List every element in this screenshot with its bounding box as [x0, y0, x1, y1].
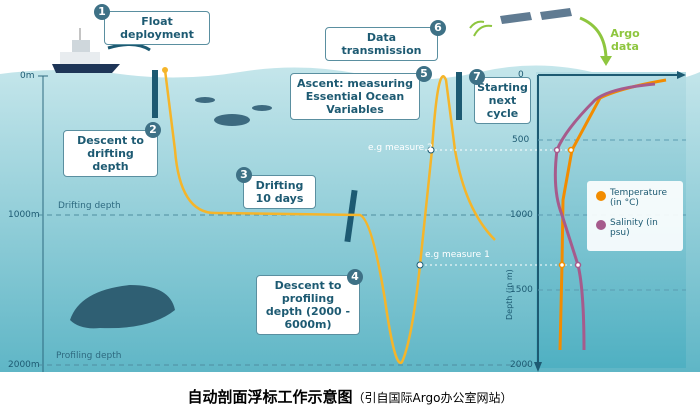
measure-2-label: e.g measure 2 — [368, 143, 433, 153]
step-6-label: Data transmission — [325, 27, 438, 61]
tick-500: 500 — [512, 135, 530, 145]
whale-icon — [70, 285, 175, 329]
tick-1500: 1500 — [510, 285, 533, 295]
legend-temperature: Temperature (in °C) — [610, 188, 668, 208]
step-5-badge: 5 — [416, 66, 432, 82]
float-icon — [152, 70, 158, 118]
tick-0: 0 — [518, 70, 524, 80]
satellite-icon — [500, 8, 572, 24]
step-6-badge: 6 — [430, 20, 446, 36]
step-4-badge: 4 — [347, 269, 363, 285]
step-7-label: Starting next cycle — [474, 77, 531, 124]
tick-2000: 2000 — [510, 360, 533, 370]
legend-box — [587, 181, 683, 251]
measure-1-label: e.g measure 1 — [425, 250, 490, 260]
ship-icon — [52, 28, 120, 73]
caption-title: 自动剖面浮标工作示意图 — [187, 388, 353, 406]
temp-measure-1 — [558, 261, 566, 269]
axis-0m: 0m — [20, 71, 35, 81]
step-1-label: Float deployment — [104, 11, 210, 45]
axis-1000m: 1000m — [8, 210, 40, 220]
y-axis-label: Depth (in m) — [505, 269, 514, 320]
step-1-badge: 1 — [94, 4, 110, 20]
axis-2000m: 2000m — [8, 360, 40, 370]
step-7-badge: 7 — [469, 69, 485, 85]
argo-data-arrow — [579, 16, 608, 59]
step-3-label: Drifting 10 days — [243, 175, 316, 209]
legend-salinity: Salinity (in psu) — [610, 218, 658, 238]
caption-source: （引自国际Argo办公室网站） — [352, 391, 513, 405]
argo-data-label: Argo data — [610, 27, 640, 53]
step-4-label: Descent to profiling depth (2000 - 6000m… — [256, 275, 360, 335]
step-5-label: Ascent: measuring Essential Ocean Variab… — [290, 73, 420, 120]
tick-1000: 1000 — [510, 210, 533, 220]
sal-measure-1 — [574, 261, 582, 269]
drifting-depth-label: Drifting depth — [58, 201, 121, 211]
caption: 自动剖面浮标工作示意图（引自国际Argo办公室网站） — [0, 386, 700, 407]
signal-waves — [469, 20, 493, 37]
temp-measure-2 — [567, 146, 575, 154]
profiling-depth-label: Profiling depth — [56, 351, 122, 361]
salinity-series — [553, 82, 656, 351]
credit: © Thomas Haessig — [608, 372, 686, 381]
fish-icon — [195, 97, 272, 126]
deploy-arrow — [107, 43, 151, 52]
step-2-badge: 2 — [145, 122, 161, 138]
argo-cycle-diagram — [0, 8, 700, 372]
step-2-label: Descent to drifting depth — [63, 130, 158, 177]
step-3-badge: 3 — [236, 167, 252, 183]
sal-measure-2 — [553, 146, 561, 154]
float-surface-icon — [456, 72, 462, 120]
